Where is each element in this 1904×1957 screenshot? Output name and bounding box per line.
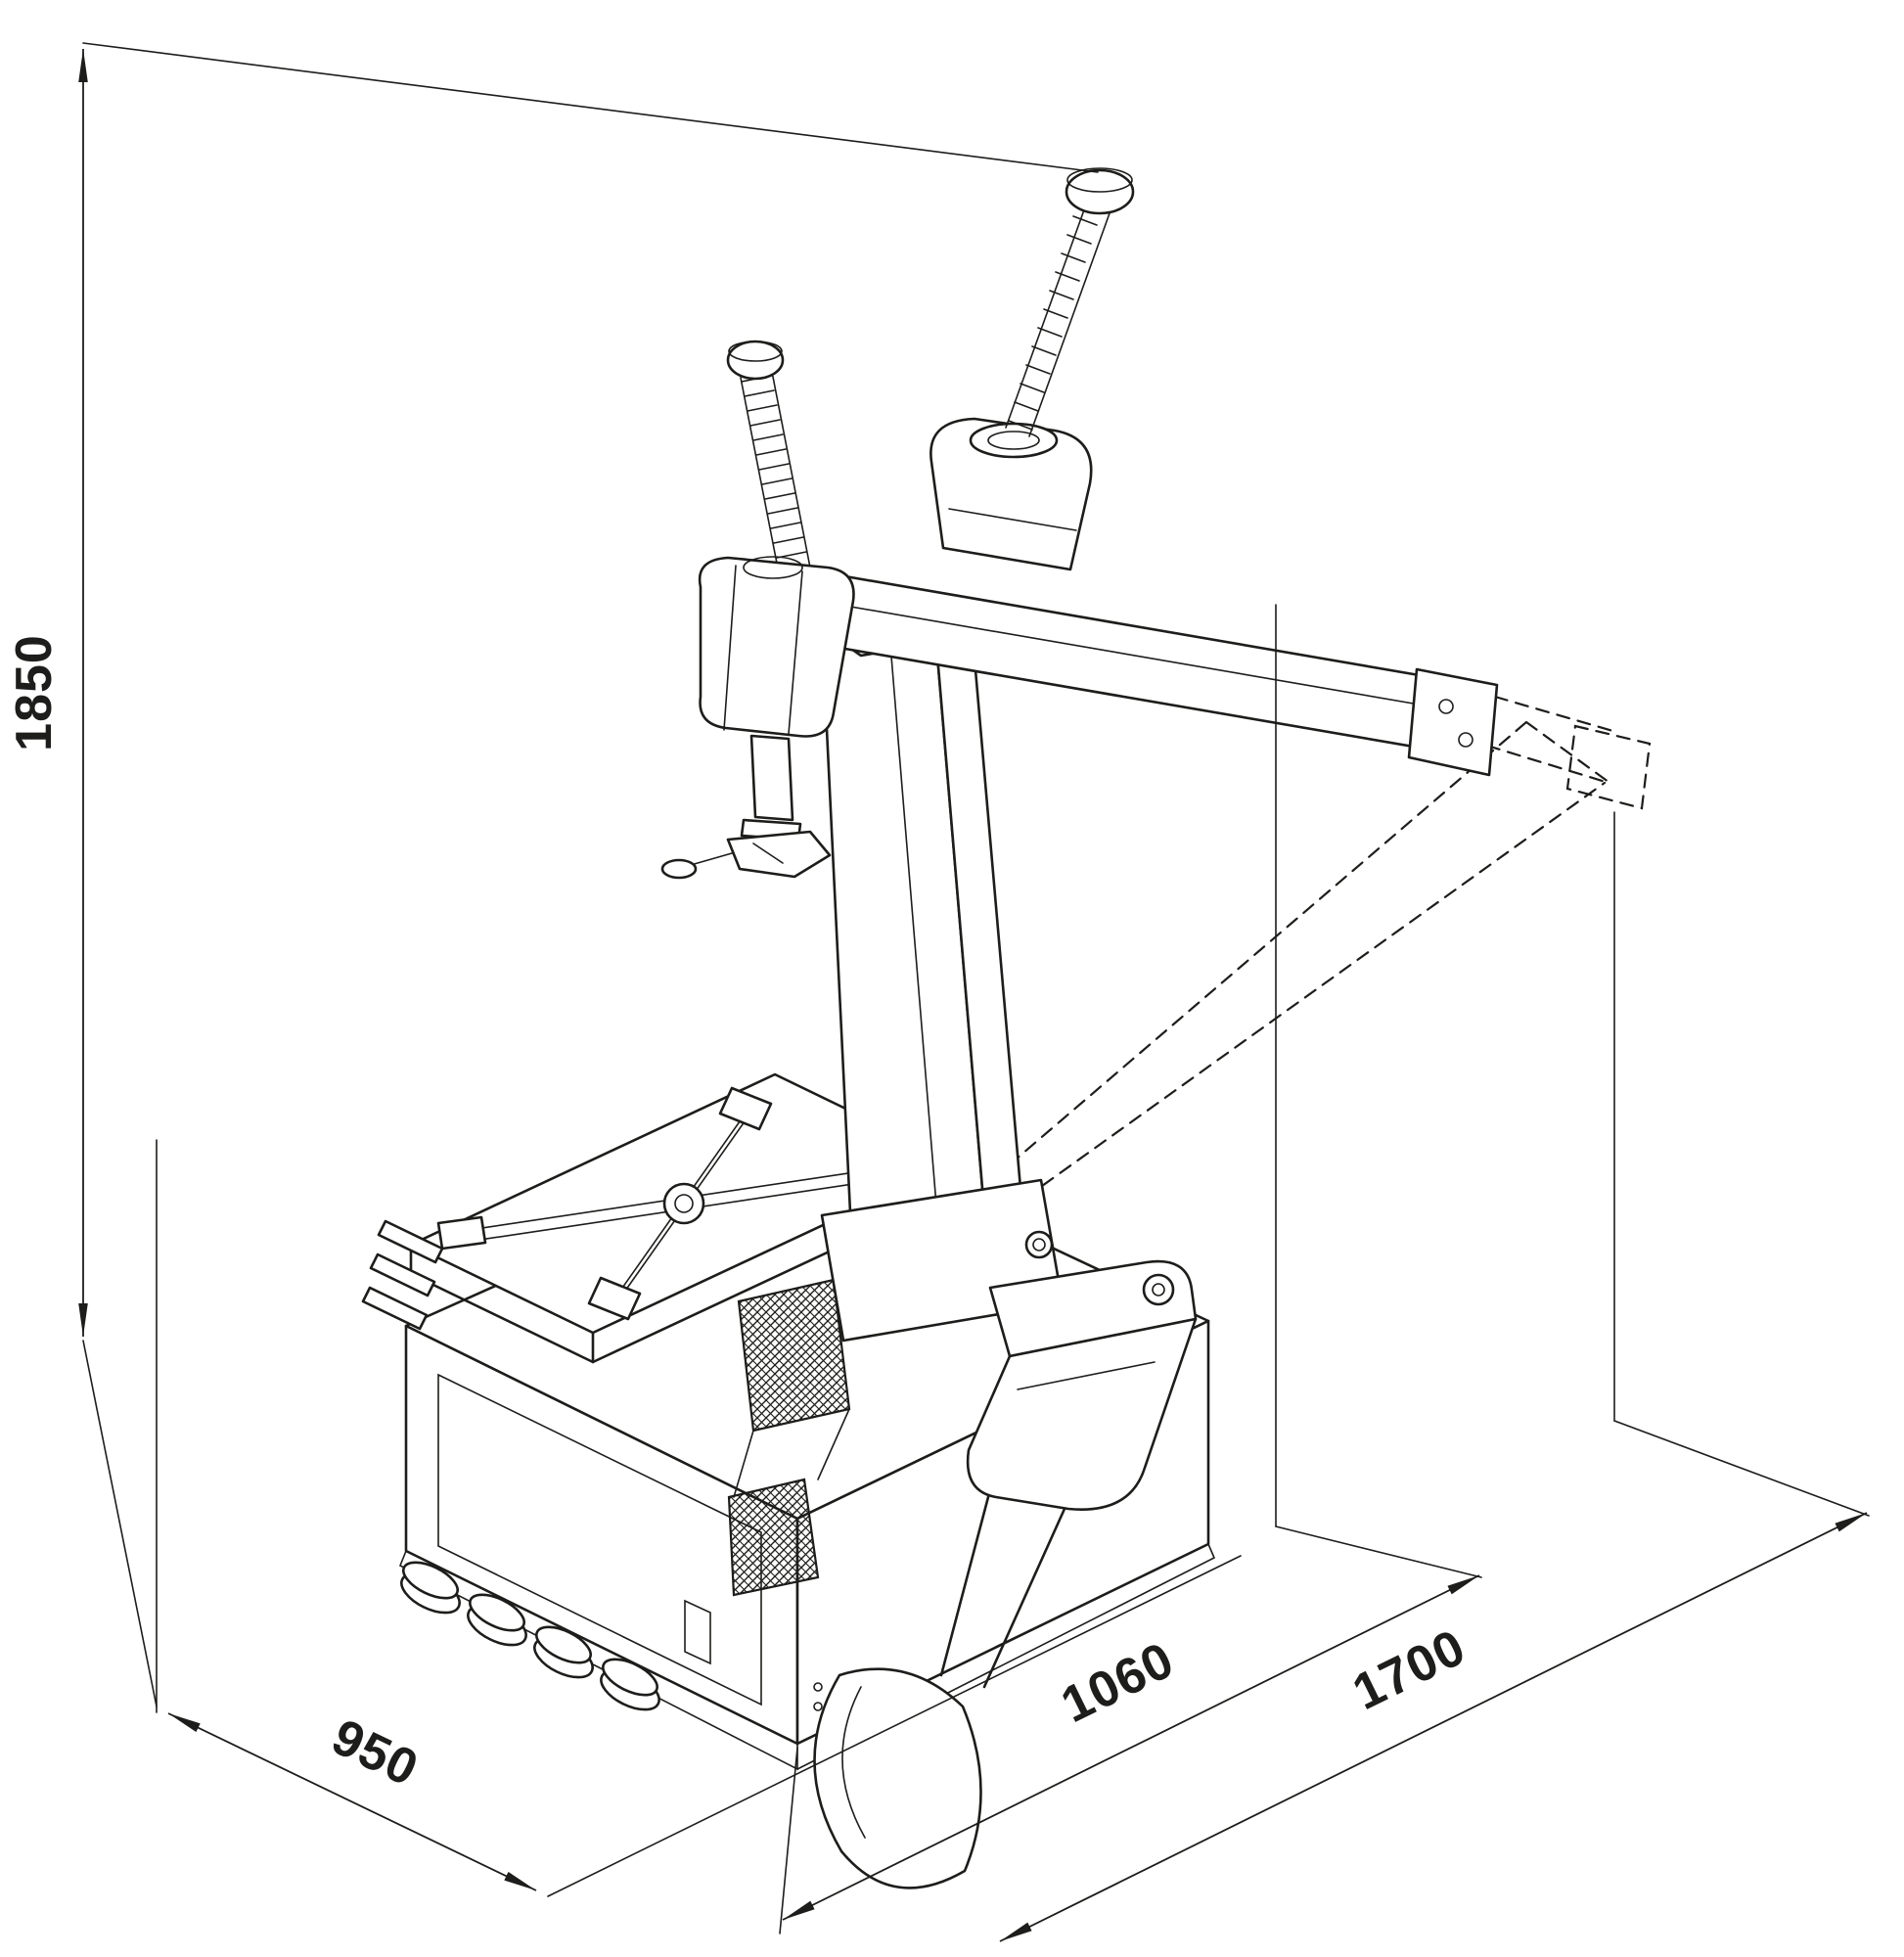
dim-overall-depth-label: 1700: [1344, 1618, 1474, 1721]
foot-pedals: [400, 1561, 660, 1711]
pedal: [402, 1561, 459, 1600]
dimension-width: 950: [167, 1708, 537, 1891]
pedal: [602, 1658, 658, 1697]
clamp-jaw: [436, 1215, 487, 1251]
shaft-knob: [726, 340, 785, 381]
phantom-tilted-column: [926, 695, 1652, 1237]
dim-height-label: 1850: [6, 634, 63, 751]
pedal: [469, 1593, 525, 1632]
tilt-handle-spring: [1005, 167, 1135, 437]
arm-end-bracket: [1407, 667, 1499, 777]
dim-depth-label: 1060: [1053, 1631, 1183, 1734]
tool-head: [660, 340, 855, 880]
clamp-jaw: [718, 1086, 773, 1131]
dim-width-label: 950: [323, 1708, 427, 1798]
mount-demount-head: [726, 830, 832, 879]
pedal: [535, 1625, 592, 1664]
dimension-height: 1850: [6, 42, 1099, 1707]
hex-shaft-spring: [741, 375, 807, 559]
turntable: [361, 1072, 959, 1364]
clamp-jaw: [587, 1276, 642, 1321]
bead-breaker-blade: [813, 1667, 982, 1889]
tower-column: [820, 607, 1065, 1343]
swivel-housing: [929, 417, 1093, 571]
